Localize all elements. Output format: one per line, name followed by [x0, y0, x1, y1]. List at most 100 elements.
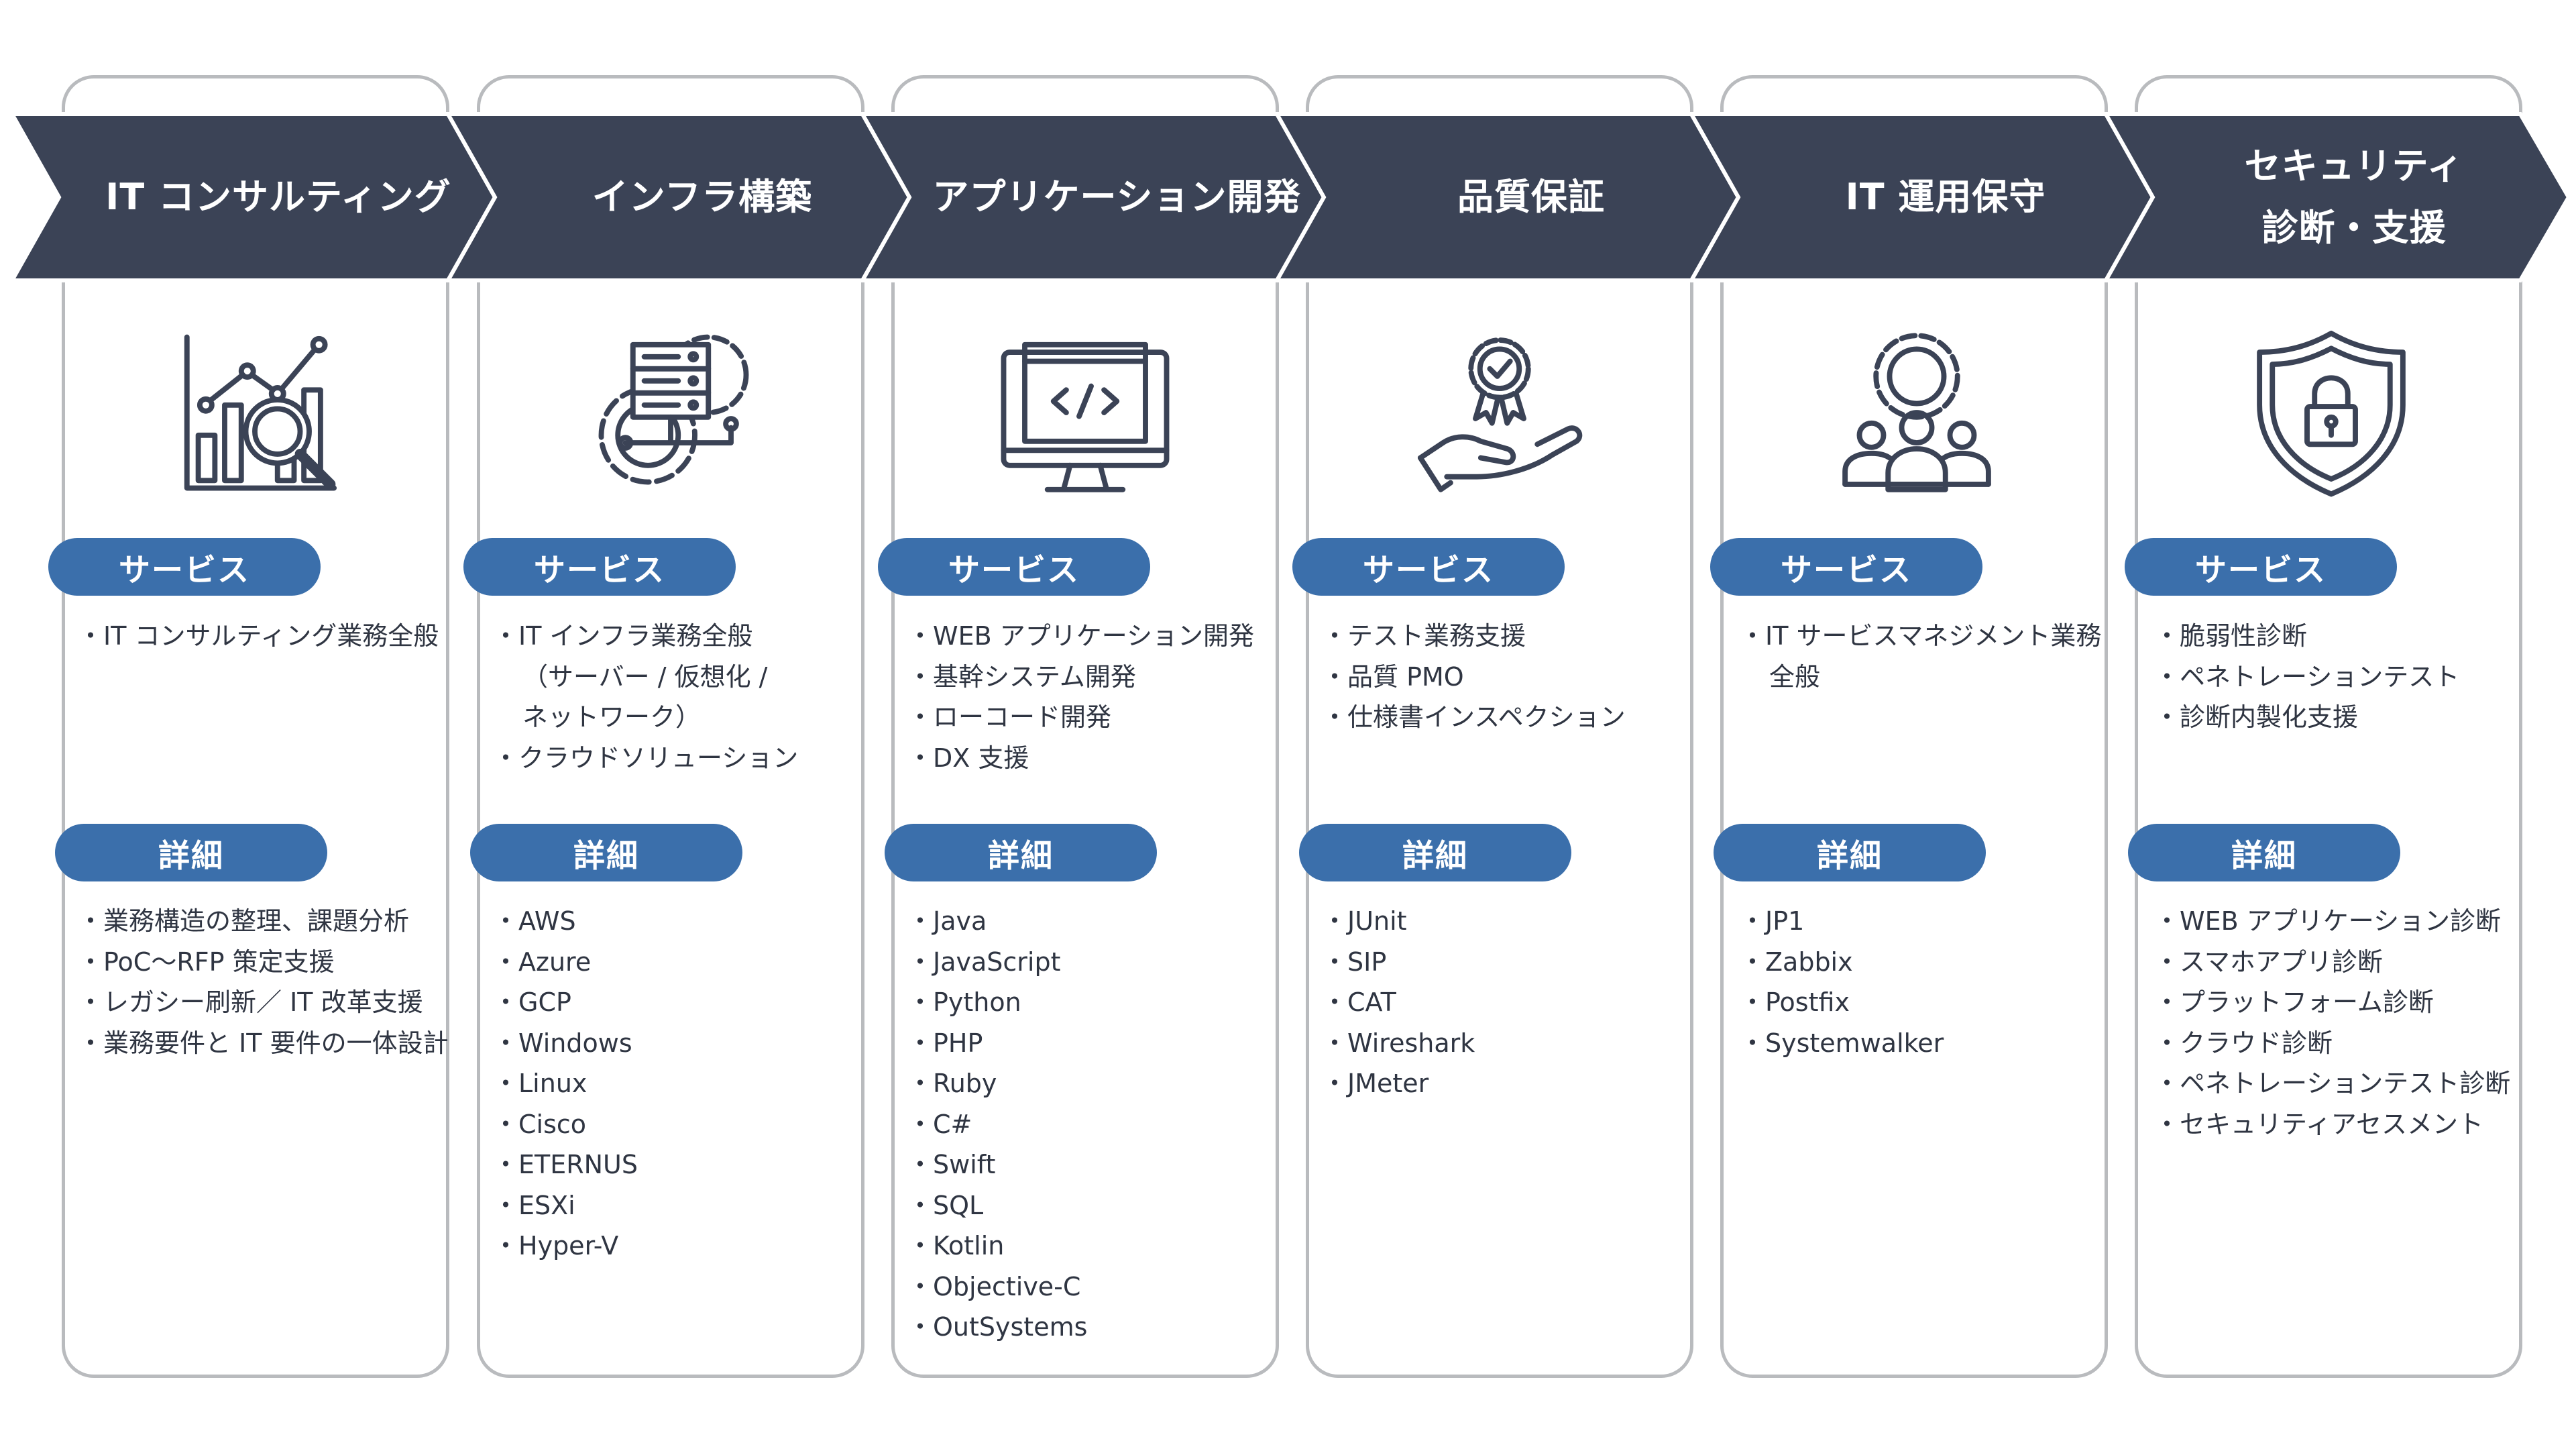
list-item: Swift [907, 1144, 1087, 1185]
list-item: Cisco [493, 1104, 638, 1145]
shield-lock-icon [2237, 322, 2425, 503]
header-title-operations: IT 運用保守 [1738, 114, 2153, 280]
header-title-line: インフラ構築 [592, 176, 813, 218]
list-item: クラウドソリューション [493, 738, 798, 779]
list-item: 業務要件と IT 要件の一体設計 [78, 1023, 449, 1064]
list-item: IT サービスマネジメント業務 [1740, 616, 2101, 657]
list-item: Hyper-V [493, 1226, 638, 1267]
list-item: レガシー刷新／ IT 改革支援 [78, 982, 449, 1023]
service-list-quality: テスト業務支援 品質 PMO 仕様書インスペクション [1322, 616, 1626, 738]
detail-pill-infrastructure: 詳細 [470, 824, 742, 881]
service-pill-quality: サービス [1292, 538, 1565, 596]
list-item: 全般 [1769, 661, 1821, 692]
list-item: PoC〜RFP 策定支援 [78, 942, 449, 983]
header-title-application: アプリケーション開発 [909, 114, 1324, 280]
header-title-line: アプリケーション開発 [932, 176, 1301, 218]
list-item: ESXi [493, 1185, 638, 1226]
detail-list-operations: JP1 Zabbix Postfix Systemwalker [1740, 901, 1944, 1063]
list-item: ローコード開発 [907, 697, 1254, 738]
list-item: WEB アプリケーション開発 [907, 616, 1254, 657]
list-item: C# [907, 1104, 1087, 1145]
list-item: 脆弱性診断 [2154, 616, 2459, 657]
header-title-line: IT コンサルティング [105, 176, 451, 218]
list-item: IT コンサルティング業務全般 [78, 616, 439, 657]
list-item: WEB アプリケーション診断 [2154, 901, 2510, 942]
list-item: CAT [1322, 982, 1475, 1023]
list-item: IT インフラ業務全般 [493, 616, 798, 657]
list-item: 基幹システム開発 [907, 657, 1254, 698]
header-title-line: 診断・支援 [2261, 207, 2447, 249]
detail-pill-quality: 詳細 [1299, 824, 1571, 881]
list-item: Java [907, 901, 1087, 942]
service-list-application: WEB アプリケーション開発 基幹システム開発 ローコード開発 DX 支援 [907, 616, 1254, 779]
column-box-operations [1720, 75, 2108, 1378]
list-item: JP1 [1740, 901, 1944, 942]
list-item: JUnit [1322, 901, 1475, 942]
list-item: SIP [1322, 942, 1475, 983]
detail-list-consulting: 業務構造の整理、課題分析 PoC〜RFP 策定支援 レガシー刷新／ IT 改革支… [78, 901, 449, 1064]
header-title-security: セキュリティ 診断・支援 [2153, 114, 2555, 280]
service-pill-infrastructure: サービス [463, 538, 736, 596]
list-item: ペネトレーションテスト診断 [2154, 1063, 2510, 1104]
list-item: Windows [493, 1023, 638, 1064]
list-item: AWS [493, 901, 638, 942]
service-list-security: 脆弱性診断 ペネトレーションテスト 診断内製化支援 [2154, 616, 2459, 738]
service-pill-security: サービス [2125, 538, 2397, 596]
hand-award-icon [1406, 322, 1593, 503]
list-item: JavaScript [907, 942, 1087, 983]
list-item: Wireshark [1322, 1023, 1475, 1064]
list-item: SQL [907, 1185, 1087, 1226]
list-item: DX 支援 [907, 738, 1254, 779]
list-item: クラウド診断 [2154, 1023, 2510, 1064]
detail-pill-consulting: 詳細 [55, 824, 327, 881]
detail-pill-security: 詳細 [2128, 824, 2400, 881]
list-item: Postfix [1740, 982, 1944, 1023]
list-item: PHP [907, 1023, 1087, 1064]
team-gear-icon [1823, 322, 2011, 503]
list-item: Linux [493, 1063, 638, 1104]
list-item: JMeter [1322, 1063, 1475, 1104]
list-item: （サーバー / 仮想化 / [522, 661, 768, 692]
list-item: セキュリティアセスメント [2154, 1104, 2510, 1145]
chart-analysis-icon [161, 322, 349, 503]
service-pill-application: サービス [878, 538, 1150, 596]
list-item: スマホアプリ診断 [2154, 942, 2510, 983]
list-item: 品質 PMO [1322, 657, 1626, 698]
monitor-code-icon [991, 322, 1179, 503]
list-item: ネットワーク） [522, 702, 702, 732]
service-pill-consulting: サービス [48, 538, 321, 596]
service-pill-operations: サービス [1710, 538, 1982, 596]
list-item: 仕様書インスペクション [1322, 697, 1626, 738]
list-item: OutSystems [907, 1307, 1087, 1348]
detail-pill-application: 詳細 [885, 824, 1157, 881]
service-list-infrastructure: IT インフラ業務全般 （サーバー / 仮想化 / ネットワーク） クラウドソリ… [493, 616, 798, 779]
list-item: Objective-C [907, 1267, 1087, 1307]
header-title-line: 品質保証 [1457, 176, 1605, 218]
detail-pill-operations: 詳細 [1714, 824, 1986, 881]
header-title-quality: 品質保証 [1324, 114, 1738, 280]
list-item: 診断内製化支援 [2154, 697, 2459, 738]
list-item: Zabbix [1740, 942, 1944, 983]
list-item: テスト業務支援 [1322, 616, 1626, 657]
list-item: Ruby [907, 1063, 1087, 1104]
header-title-consulting: IT コンサルティング [64, 114, 493, 280]
list-item: プラットフォーム診断 [2154, 982, 2510, 1023]
header-title-line: IT 運用保守 [1845, 176, 2046, 218]
list-item: Kotlin [907, 1226, 1087, 1267]
list-item: 業務構造の整理、課題分析 [78, 901, 449, 942]
service-list-consulting: IT コンサルティング業務全般 [78, 616, 439, 657]
detail-list-application: Java JavaScript Python PHP Ruby C# Swift… [907, 901, 1087, 1348]
column-box-consulting [62, 75, 449, 1378]
header-title-line: セキュリティ [2244, 145, 2464, 187]
list-item: Python [907, 982, 1087, 1023]
list-item: Azure [493, 942, 638, 983]
detail-list-security: WEB アプリケーション診断 スマホアプリ診断 プラットフォーム診断 クラウド診… [2154, 901, 2510, 1145]
list-item: ペネトレーションテスト [2154, 657, 2459, 698]
list-item: ETERNUS [493, 1144, 638, 1185]
header-title-infrastructure: インフラ構築 [495, 114, 909, 280]
list-item: GCP [493, 982, 638, 1023]
detail-list-infrastructure: AWS Azure GCP Windows Linux Cisco ETERNU… [493, 901, 638, 1267]
detail-list-quality: JUnit SIP CAT Wireshark JMeter [1322, 901, 1475, 1104]
service-list-operations: IT サービスマネジメント業務 全般 [1740, 616, 2101, 697]
